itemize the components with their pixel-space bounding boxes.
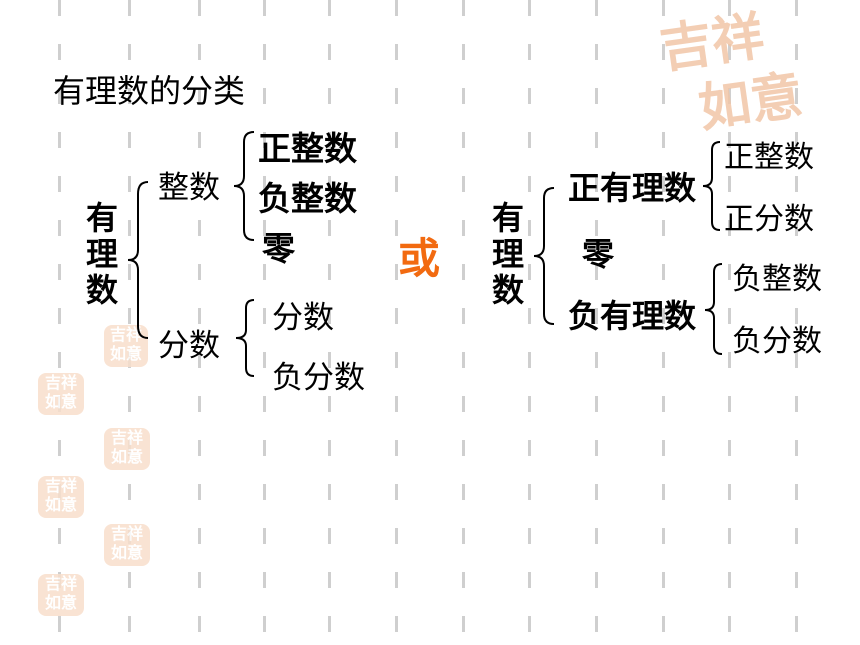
seal-stamp-small: 吉祥如意 [38,574,84,616]
page-title: 有理数的分类 [53,72,246,110]
seal-stamp-small: 吉祥如意 [38,373,84,415]
right-positive-label: 正有理数 [568,169,697,207]
left-fraction-child-1: 分数 [272,300,334,336]
left-integer-label: 整数 [158,170,220,206]
left-integer-brace [233,131,255,241]
connector-or: 或 [398,234,441,283]
right-positive-child-2: 正分数 [724,202,814,237]
left-root-brace [127,181,149,339]
right-negative-child-1: 负整数 [732,262,822,297]
left-integer-child-1: 正整数 [258,129,357,168]
right-negative-brace [704,263,723,355]
right-root-brace [533,187,555,325]
left-fraction-child-2: 负分数 [272,360,365,396]
right-root-label: 有理数 [491,199,524,309]
seal-stamp-small: 吉祥如意 [104,428,150,470]
seal-stamp-small: 吉祥如意 [104,524,150,566]
seal-stamp-small: 吉祥如意 [38,476,84,518]
left-fraction-label: 分数 [158,328,220,364]
left-integer-child-3: 零 [262,229,295,268]
right-positive-brace [702,141,721,231]
right-zero-label: 零 [582,235,615,273]
left-integer-child-2: 负整数 [258,179,357,218]
right-negative-child-2: 负分数 [732,324,822,359]
right-negative-label: 负有理数 [568,297,697,335]
left-fraction-brace [235,299,255,377]
right-positive-child-1: 正整数 [724,140,814,175]
left-root-label: 有理数 [85,199,118,309]
seal-stamp-small: 吉祥如意 [104,325,148,367]
